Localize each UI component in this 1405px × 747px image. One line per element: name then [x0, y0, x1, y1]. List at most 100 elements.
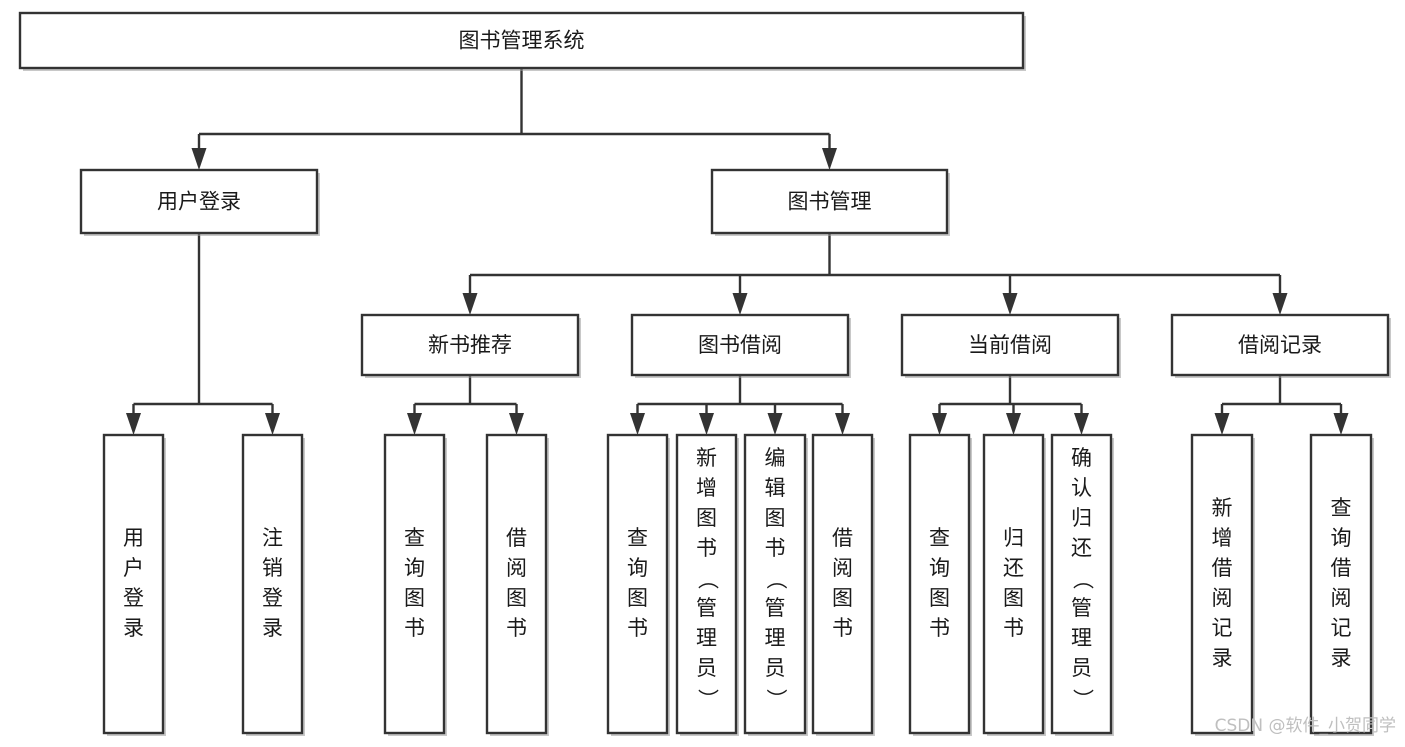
- svg-text:管: 管: [1071, 596, 1092, 620]
- svg-text:（: （: [764, 569, 788, 590]
- svg-text:户: 户: [123, 556, 144, 580]
- svg-text:归: 归: [1071, 506, 1092, 530]
- svg-text:销: 销: [262, 556, 283, 580]
- node-leaf-query-borrow-record-rect[interactable]: [1309, 433, 1373, 735]
- svg-text:员: 员: [696, 656, 717, 680]
- svg-text:理: 理: [1071, 626, 1092, 650]
- svg-text:书: 书: [929, 616, 950, 640]
- svg-text:图: 图: [404, 586, 425, 610]
- node-leaf-add-book-admin-rect[interactable]: [675, 433, 738, 735]
- svg-text:阅: 阅: [506, 556, 527, 580]
- svg-text:辑: 辑: [765, 476, 786, 500]
- svg-text:登: 登: [123, 586, 144, 610]
- node-leaf-logout-rect[interactable]: [241, 433, 304, 735]
- node-borrow-record-rect[interactable]: [1170, 313, 1390, 377]
- svg-text:询: 询: [627, 556, 648, 580]
- connector-conn-current-to-leaves: [932, 375, 1089, 435]
- svg-text:图: 图: [506, 586, 527, 610]
- svg-text:图: 图: [929, 586, 950, 610]
- node-borrow-record[interactable]: 借阅记录: [1170, 313, 1391, 378]
- node-leaf-return-book-rect[interactable]: [982, 433, 1045, 735]
- svg-text:借: 借: [832, 526, 853, 550]
- node-leaf-query-book-current-rect[interactable]: [908, 433, 971, 735]
- node-user-login-rect[interactable]: [79, 168, 319, 235]
- node-leaf-borrow-book-recommend-rect[interactable]: [485, 433, 548, 735]
- svg-text:编: 编: [765, 446, 786, 470]
- svg-text:管: 管: [765, 596, 786, 620]
- node-leaf-confirm-return-admin-rect[interactable]: [1050, 433, 1113, 735]
- svg-text:图: 图: [832, 586, 853, 610]
- svg-text:录: 录: [1212, 646, 1233, 670]
- node-book-borrow-rect[interactable]: [630, 313, 850, 377]
- node-new-book-recommend-rect[interactable]: [360, 313, 580, 377]
- node-leaf-query-book-recommend-rect[interactable]: [383, 433, 446, 735]
- node-root-root-rect[interactable]: [18, 11, 1025, 70]
- node-book-management-rect[interactable]: [710, 168, 949, 235]
- node-leaf-query-book-borrow-rect[interactable]: [606, 433, 669, 735]
- svg-text:图: 图: [765, 506, 786, 530]
- svg-text:记: 记: [1212, 616, 1233, 640]
- node-book-management[interactable]: 图书管理: [710, 168, 950, 236]
- svg-text:增: 增: [1212, 526, 1233, 550]
- connector-conn-recommend-to-leaves: [407, 375, 524, 435]
- svg-text:阅: 阅: [1331, 586, 1352, 610]
- svg-text:查: 查: [929, 526, 950, 550]
- svg-text:归: 归: [1003, 526, 1024, 550]
- node-layer: 图书管理系统用户登录图书管理新书推荐图书借阅当前借阅借阅记录用户登录注销登录查询…: [18, 11, 1391, 736]
- svg-text:查: 查: [1331, 496, 1352, 520]
- connector-conn-record-to-leaves: [1214, 375, 1349, 435]
- svg-text:新: 新: [696, 446, 717, 470]
- connector-conn-userlogin-to-leaves: [126, 233, 280, 435]
- node-leaf-add-borrow-record-rect[interactable]: [1190, 433, 1254, 735]
- svg-text:员: 员: [1071, 656, 1092, 680]
- node-current-borrow[interactable]: 当前借阅: [900, 313, 1121, 378]
- svg-text:询: 询: [929, 556, 950, 580]
- svg-text:注: 注: [262, 526, 283, 550]
- svg-text:借: 借: [1331, 556, 1352, 580]
- svg-text:录: 录: [262, 616, 283, 640]
- svg-text:录: 录: [123, 616, 144, 640]
- svg-text:认: 认: [1071, 476, 1092, 500]
- node-new-book-recommend[interactable]: 新书推荐: [360, 313, 581, 378]
- node-user-login[interactable]: 用户登录: [79, 168, 320, 236]
- svg-text:理: 理: [696, 626, 717, 650]
- svg-text:书: 书: [765, 536, 786, 560]
- node-borrow-record-label: 借阅记录: [1238, 333, 1322, 357]
- svg-text:还: 还: [1003, 556, 1024, 580]
- svg-text:确: 确: [1071, 446, 1092, 470]
- svg-text:询: 询: [1331, 526, 1352, 550]
- node-leaf-borrow-book-rect[interactable]: [811, 433, 874, 735]
- node-book-management-label: 图书管理: [788, 190, 872, 214]
- node-root-root[interactable]: 图书管理系统: [18, 11, 1026, 71]
- svg-text:员: 员: [765, 656, 786, 680]
- node-leaf-user-login[interactable]: 用户登录: [102, 433, 166, 736]
- svg-text:（: （: [1071, 569, 1095, 590]
- svg-text:书: 书: [627, 616, 648, 640]
- node-current-borrow-rect[interactable]: [900, 313, 1120, 377]
- node-leaf-user-login-rect[interactable]: [102, 433, 165, 735]
- node-leaf-edit-book-admin-rect[interactable]: [743, 433, 807, 735]
- svg-text:阅: 阅: [832, 556, 853, 580]
- svg-text:图: 图: [1003, 586, 1024, 610]
- node-book-borrow[interactable]: 图书借阅: [630, 313, 851, 378]
